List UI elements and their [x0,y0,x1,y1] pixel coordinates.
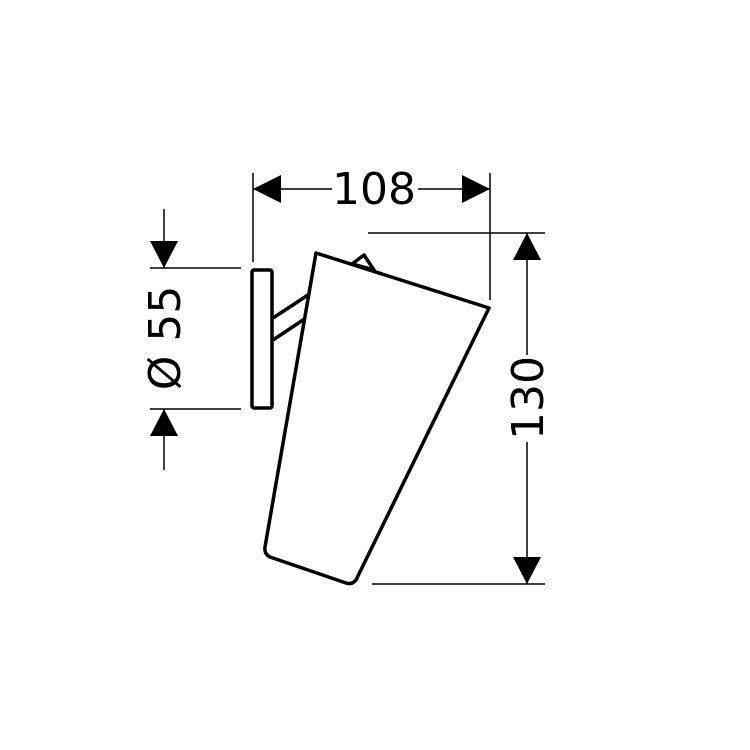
diameter-dimension: Ø 55 [140,209,191,470]
wall-plate [250,268,274,410]
diameter-label: Ø 55 [140,286,191,391]
arrow-up-icon [150,409,178,436]
support-arm-lower [272,316,307,342]
arrow-left-icon [253,175,281,203]
tumbler-cup [263,251,491,586]
arrow-down-icon [513,557,541,584]
width-dimension: 108 [253,164,490,215]
product-outline [250,251,491,586]
height-label: 130 [503,356,554,440]
arrow-down-icon [150,241,178,268]
width-label: 108 [332,164,416,215]
arrow-right-icon [462,175,490,203]
height-dimension: 130 [503,233,554,584]
support-arm-upper [272,291,312,320]
extension-lines [150,173,545,585]
arrow-up-icon [513,233,541,260]
